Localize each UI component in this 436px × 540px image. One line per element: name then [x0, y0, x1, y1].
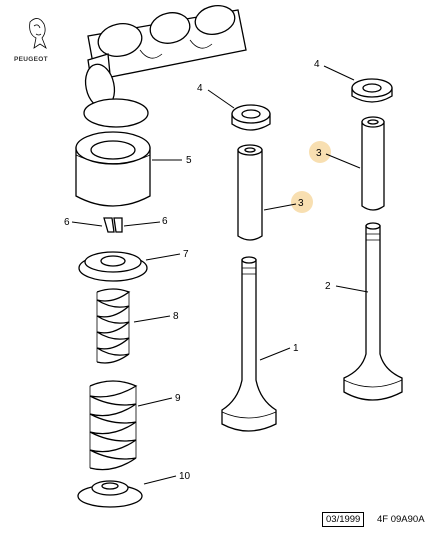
shim-disc	[83, 98, 149, 128]
peugeot-lion-logo	[29, 18, 47, 50]
callout-6-left: 6	[64, 217, 70, 228]
callout-8: 8	[173, 311, 179, 322]
callout-9: 9	[175, 393, 181, 404]
inner-valve-spring	[96, 288, 131, 364]
outer-valve-spring	[89, 380, 138, 471]
exhaust-valve	[343, 222, 403, 401]
valve-collets	[103, 217, 123, 233]
camshaft	[84, 5, 247, 109]
callout-highlight-3-lower	[291, 191, 313, 213]
valve-stem-seal-center	[231, 104, 271, 131]
callout-7: 7	[183, 249, 189, 260]
callout-5: 5	[186, 155, 192, 166]
valve-guide-center	[237, 144, 263, 241]
leader-lines	[71, 65, 369, 485]
callout-highlight-3-upper	[309, 141, 331, 163]
tappet-bucket	[75, 131, 151, 207]
callout-3-center: 3	[298, 198, 304, 209]
brand-name: PEUGEOT	[14, 56, 48, 63]
callout-4-center: 4	[197, 83, 203, 94]
callout-6-right: 6	[162, 216, 168, 227]
callout-1: 1	[293, 343, 299, 354]
callout-3-right: 3	[316, 148, 322, 159]
spring-retainer-upper	[78, 251, 148, 282]
callout-10: 10	[179, 471, 191, 482]
callout-4-right: 4	[314, 59, 320, 70]
callout-2: 2	[325, 281, 331, 292]
spring-seat-lower	[77, 480, 143, 508]
revision-date: 03/1999	[322, 512, 365, 527]
valve-guide-right	[361, 116, 385, 211]
intake-valve	[221, 256, 277, 432]
diagram-reference: 4F 09A90A	[377, 514, 425, 525]
valve-stem-seal-right	[351, 78, 393, 103]
